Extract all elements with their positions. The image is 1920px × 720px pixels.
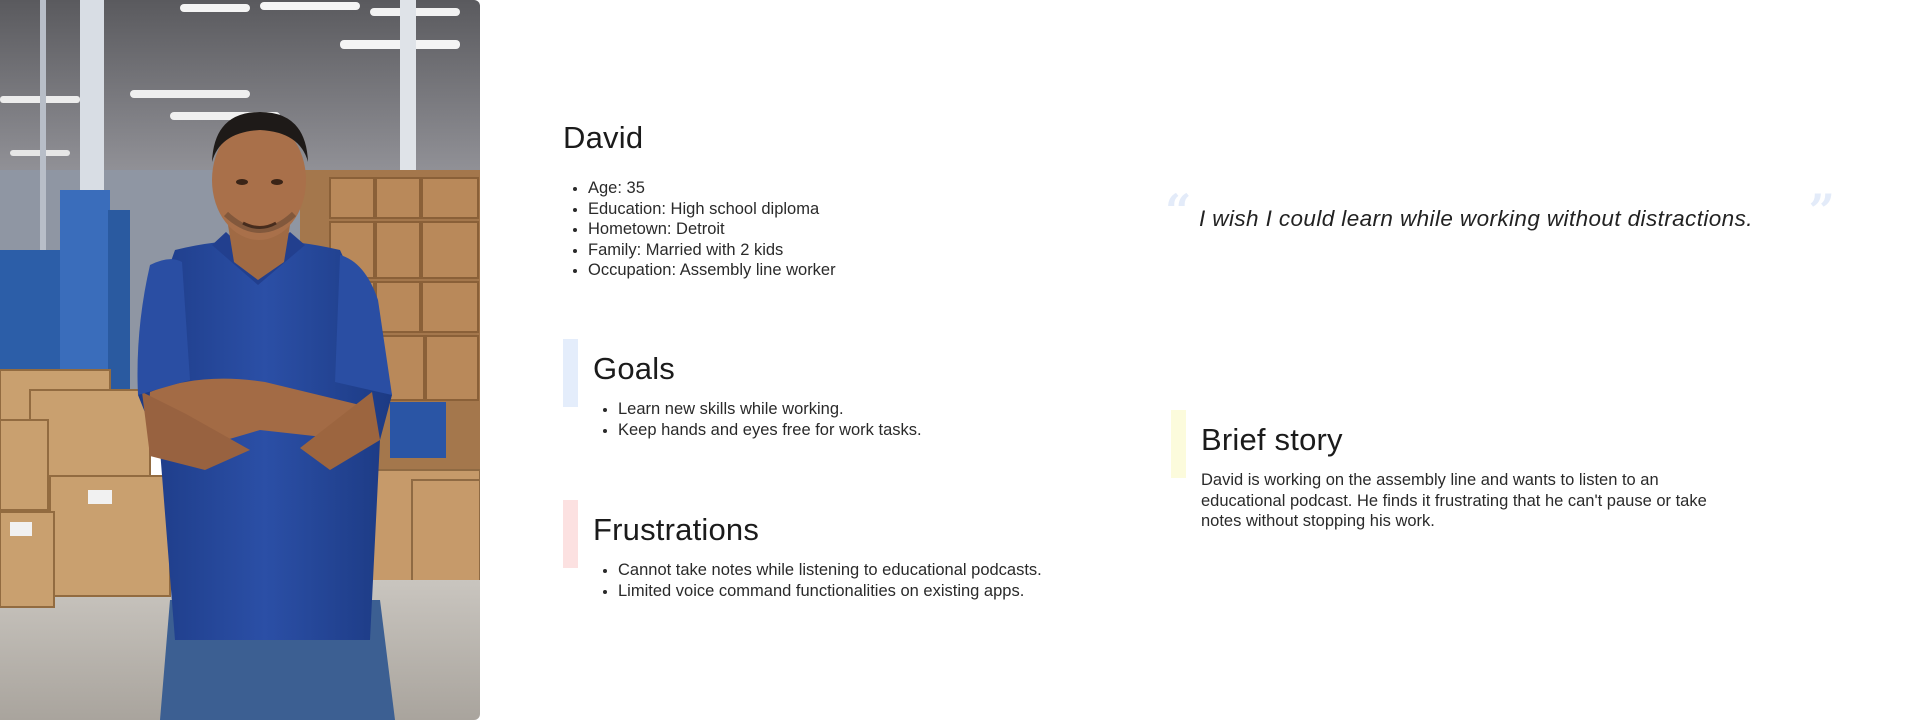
list-item: Learn new skills while working. bbox=[618, 399, 922, 420]
frustrations-list: Cannot take notes while listening to edu… bbox=[593, 560, 1042, 601]
list-item: Cannot take notes while listening to edu… bbox=[618, 560, 1042, 581]
quote-text: I wish I could learn while working witho… bbox=[1199, 206, 1753, 231]
fact-hometown: Hometown: Detroit bbox=[588, 219, 836, 240]
open-quote-icon: “ bbox=[1165, 184, 1192, 238]
fact-occupation: Occupation: Assembly line worker bbox=[588, 260, 836, 281]
story-accent-bar bbox=[1171, 410, 1186, 478]
close-quote-icon: ” bbox=[1808, 184, 1835, 238]
persona-name: David bbox=[563, 120, 644, 155]
fact-education: Education: High school diploma bbox=[588, 199, 836, 220]
fact-family: Family: Married with 2 kids bbox=[588, 240, 836, 261]
list-item: Limited voice command functionalities on… bbox=[618, 581, 1042, 602]
fact-age: Age: 35 bbox=[588, 178, 836, 199]
frustrations-accent-bar bbox=[563, 500, 578, 568]
persona-quote: “ I wish I could learn while working wit… bbox=[1165, 184, 1835, 250]
story-title: Brief story bbox=[1201, 422, 1343, 457]
goals-accent-bar bbox=[563, 339, 578, 407]
story-text: David is working on the assembly line an… bbox=[1201, 471, 1707, 531]
frustrations-title: Frustrations bbox=[593, 512, 760, 547]
list-item: Keep hands and eyes free for work tasks. bbox=[618, 420, 922, 441]
goals-title: Goals bbox=[593, 351, 675, 386]
persona-photo bbox=[0, 0, 480, 720]
goals-list: Learn new skills while working. Keep han… bbox=[593, 399, 922, 440]
persona-facts: Age: 35 Education: High school diploma H… bbox=[563, 178, 836, 281]
